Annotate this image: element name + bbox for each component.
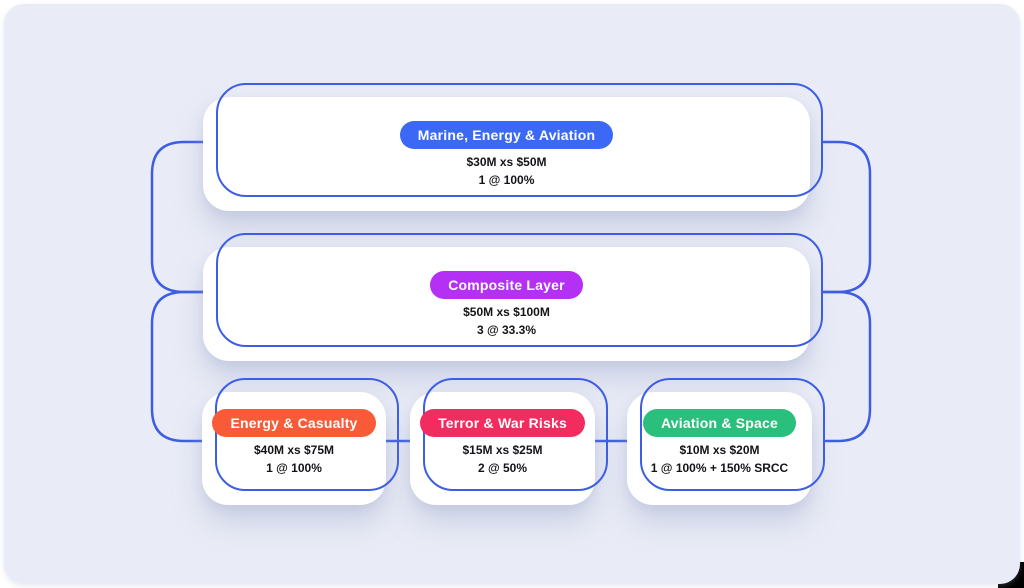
node-pill-aviation-space: Aviation & Space [642,409,797,437]
node-share-line: 1 @ 100% [478,172,535,187]
node-content: Aviation & Space $10M xs $20M 1 @ 100% +… [627,386,812,499]
node-limit-line: $50M xs $100M [463,304,550,319]
node-marine-energy-aviation: Marine, Energy & Aviation $30M xs $50M 1… [203,83,823,211]
node-content: Energy & Casualty $40M xs $75M 1 @ 100% [202,386,386,499]
node-share-line: 3 @ 33.3% [476,322,537,337]
node-pill-energy-casualty: Energy & Casualty [212,409,376,437]
node-card [203,97,810,211]
node-aviation-space: Aviation & Space $10M xs $20M 1 @ 100% +… [627,378,825,505]
node-limit-line: $30M xs $50M [466,154,547,169]
node-pill-composite-layer: Composite Layer [430,270,583,299]
node-energy-casualty: Energy & Casualty $40M xs $75M 1 @ 100% [202,378,399,505]
node-composite-layer: Composite Layer $50M xs $100M 3 @ 33.3% [203,233,823,361]
node-content: Marine, Energy & Aviation $30M xs $50M 1… [203,97,810,211]
node-limit-line: $15M xs $25M [462,443,543,457]
node-limit-line: $40M xs $75M [253,443,335,457]
node-share-line: 1 @ 100% + 150% SRCC [650,461,789,475]
node-pill-marine-energy-aviation: Marine, Energy & Aviation [399,120,614,149]
node-card [203,247,810,361]
node-share-line: 2 @ 50% [477,461,528,475]
node-share-line: 1 @ 100% [266,461,322,475]
node-content: Terror & War Risks $15M xs $25M 2 @ 50% [410,386,595,499]
node-limit-line: $10M xs $20M [679,443,760,457]
node-pill-terror-war-risks: Terror & War Risks [420,409,585,437]
node-terror-war-risks: Terror & War Risks $15M xs $25M 2 @ 50% [410,378,608,505]
node-content: Composite Layer $50M xs $100M 3 @ 33.3% [203,247,810,361]
